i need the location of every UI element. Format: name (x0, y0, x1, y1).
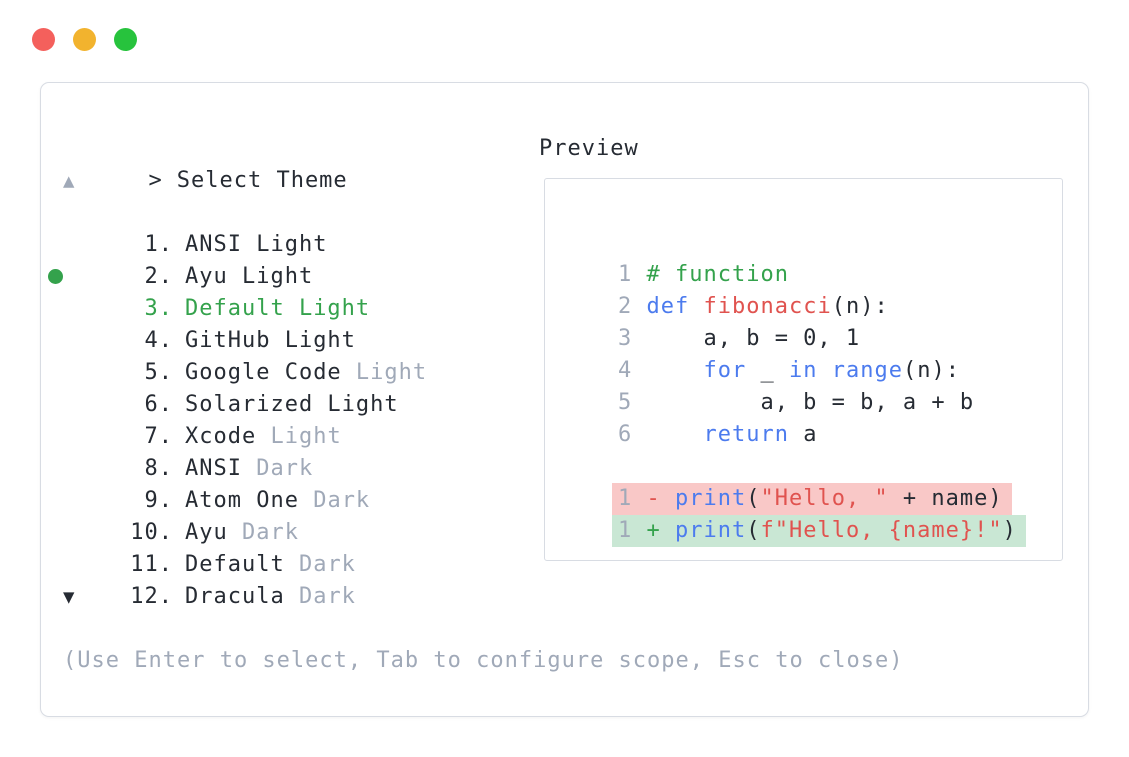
item-number: 11. (130, 552, 173, 577)
item-variant: Dark (284, 552, 356, 577)
line-number: 4 (617, 358, 647, 383)
item-name: GitHub Light (184, 328, 356, 353)
item-variant: Dark (227, 520, 299, 545)
code-line: 1 # function (561, 227, 1062, 287)
close-window-button[interactable] (32, 28, 55, 51)
line-number: 5 (617, 390, 647, 415)
theme-item-default-light[interactable]: 3. Default Light (48, 261, 903, 321)
code-line: 5 a, b = b, a + b (561, 355, 1062, 415)
item-name: Solarized Light (184, 392, 399, 417)
scroll-up-icon[interactable]: ▲ (63, 170, 76, 192)
code-tokens: return a (703, 422, 818, 447)
item-name: Dracula (184, 584, 285, 609)
item-number: 6. (144, 392, 173, 417)
item-number: 4. (144, 328, 173, 353)
item-variant: Light (341, 360, 428, 385)
item-number: 3. (144, 296, 173, 321)
line-number: 1 (617, 486, 647, 511)
scroll-down-icon[interactable]: ▼ (63, 586, 76, 608)
item-number: 9. (144, 488, 173, 513)
line-number: 3 (617, 326, 647, 351)
window-controls (32, 28, 137, 51)
prompt-row: > Select Theme (63, 133, 903, 193)
theme-item-ansi-light[interactable]: 1. ANSI Light (63, 197, 903, 257)
diff-added-line: 1 + print(f"Hello, {name}!") (561, 483, 1062, 547)
code-tokens: + print(f"Hello, {name}!") (646, 518, 1017, 543)
code-line: 3 a, b = 0, 1 (561, 291, 1062, 351)
preview-title: Preview (539, 136, 639, 161)
item-number: 10. (130, 520, 173, 545)
preview-box: 1 # function 2 def fibonacci(n): 3 a, b … (544, 178, 1063, 561)
theme-item-ayu[interactable]: 10. Ayu Dark (63, 485, 903, 545)
item-name: ANSI Light (184, 232, 328, 257)
code-preview: 1 # function 2 def fibonacci(n): 3 a, b … (561, 227, 1062, 547)
theme-picker-panel: > Select Theme ▲ 1. ANSI Light 2. Ayu Light… (40, 82, 1089, 717)
code-tokens: a, b = b, a + b (646, 390, 975, 415)
item-variant: Dark (241, 456, 314, 481)
code-tokens: a, b = 0, 1 (646, 326, 861, 351)
item-name: Ayu (184, 520, 228, 545)
theme-item-xcode[interactable]: 7. Xcode Light (63, 389, 903, 449)
theme-item-solarized-light[interactable]: 6. Solarized Light (63, 357, 903, 417)
theme-item-github-light[interactable]: 4. GitHub Light (63, 293, 903, 353)
item-number: 7. (144, 424, 173, 449)
selected-dot-icon (48, 269, 63, 284)
item-name: Atom One (184, 488, 299, 513)
item-name: Default (184, 552, 285, 577)
item-number: 8. (144, 456, 173, 481)
item-name: Ayu Light (184, 264, 314, 289)
code-tokens: # function (646, 262, 789, 287)
code-line: 4 for _ in range(n): (561, 323, 1062, 383)
line-number: 1 (617, 262, 647, 287)
item-variant: Dark (298, 488, 371, 513)
item-variant: Dark (284, 584, 356, 609)
minimize-window-button[interactable] (73, 28, 96, 51)
theme-item-default[interactable]: 11. Default Dark (63, 517, 903, 577)
theme-item-dracula[interactable]: 12. Dracula Dark (63, 549, 903, 609)
item-number: 1. (144, 232, 173, 257)
line-number: 2 (617, 294, 647, 319)
code-line: 2 def fibonacci(n): (561, 259, 1062, 319)
theme-item-ayu-light[interactable]: 2. Ayu Light (63, 229, 903, 289)
line-number: 6 (617, 422, 647, 447)
item-name: Default Light (184, 296, 371, 321)
diff-removed-line: 1 - print("Hello, " + name) (561, 451, 1062, 515)
code-tokens: - print("Hello, " + name) (646, 486, 1003, 511)
item-number: 2. (144, 264, 173, 289)
code-tokens: for _ in range(n): (703, 358, 960, 383)
prompt-caret: > (148, 168, 163, 193)
theme-item-ansi[interactable]: 8. ANSI Dark (63, 421, 903, 481)
picker-title: Select Theme (176, 168, 348, 193)
item-number: 5. (144, 360, 173, 385)
item-name: Google Code (184, 360, 342, 385)
item-name: ANSI (184, 456, 242, 481)
item-variant: Light (256, 424, 342, 449)
theme-item-google-code[interactable]: 5. Google Code Light (63, 325, 903, 385)
help-text: (Use Enter to select, Tab to configure s… (63, 648, 904, 673)
code-line: 6 return a (561, 387, 1062, 447)
theme-list-column: > Select Theme ▲ 1. ANSI Light 2. Ayu Light… (48, 133, 904, 677)
item-name: Xcode (184, 424, 257, 449)
item-number: 12. (130, 584, 173, 609)
line-number: 1 (617, 518, 647, 543)
maximize-window-button[interactable] (114, 28, 137, 51)
theme-list: 1. ANSI Light 2. Ayu Light 3. Default Light… (48, 197, 903, 609)
theme-item-atom-one[interactable]: 9. Atom One Dark (63, 453, 903, 513)
code-tokens: def fibonacci(n): (646, 294, 889, 319)
